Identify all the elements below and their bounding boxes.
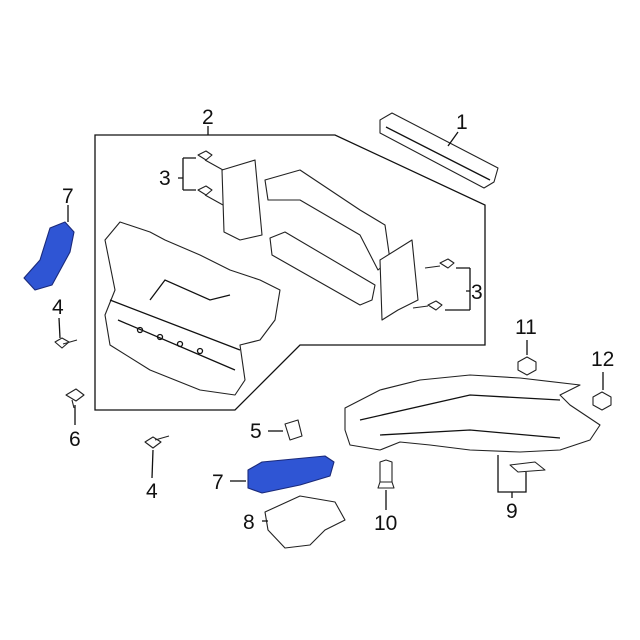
part-3-bolts [197,150,455,311]
part-4-bolt-left [54,337,78,349]
part-4-bolt-lower [144,435,170,449]
callout-2: 2 [202,106,214,129]
leader-4a [58,317,61,339]
callout-8: 8 [243,511,255,534]
callout-12: 12 [591,348,614,371]
callout-3a: 3 [159,167,171,190]
callout-9: 9 [506,500,518,523]
assembly-outline [94,134,486,411]
part-10-pin [377,459,395,489]
callout-4a: 4 [52,296,64,319]
leader-1 [447,131,459,147]
callout-1: 1 [456,111,468,134]
part-8-shield [264,495,346,549]
leader-4b [151,449,154,479]
part-6-clip [65,388,85,409]
callout-3b: 3 [471,281,483,304]
callout-11: 11 [515,316,537,339]
callout-6: 6 [69,428,81,451]
callout-7a: 7 [62,185,74,208]
part-9-splash-shield [344,374,601,473]
part-7-bracket-lower [247,455,335,494]
part-1-rail [379,112,499,189]
callout-10: 10 [374,512,397,535]
part-2-deflector [104,159,419,396]
callout-5: 5 [250,420,262,443]
part-5-clip [284,419,303,441]
leader-3a [178,157,196,191]
leader-3b [445,267,471,311]
part-12-nut [592,391,612,411]
part-7-bracket-left [23,221,75,291]
leader-9 [497,455,527,498]
callout-4b: 4 [146,480,158,503]
part-11-nut [517,356,537,376]
callout-7b: 7 [212,471,224,494]
